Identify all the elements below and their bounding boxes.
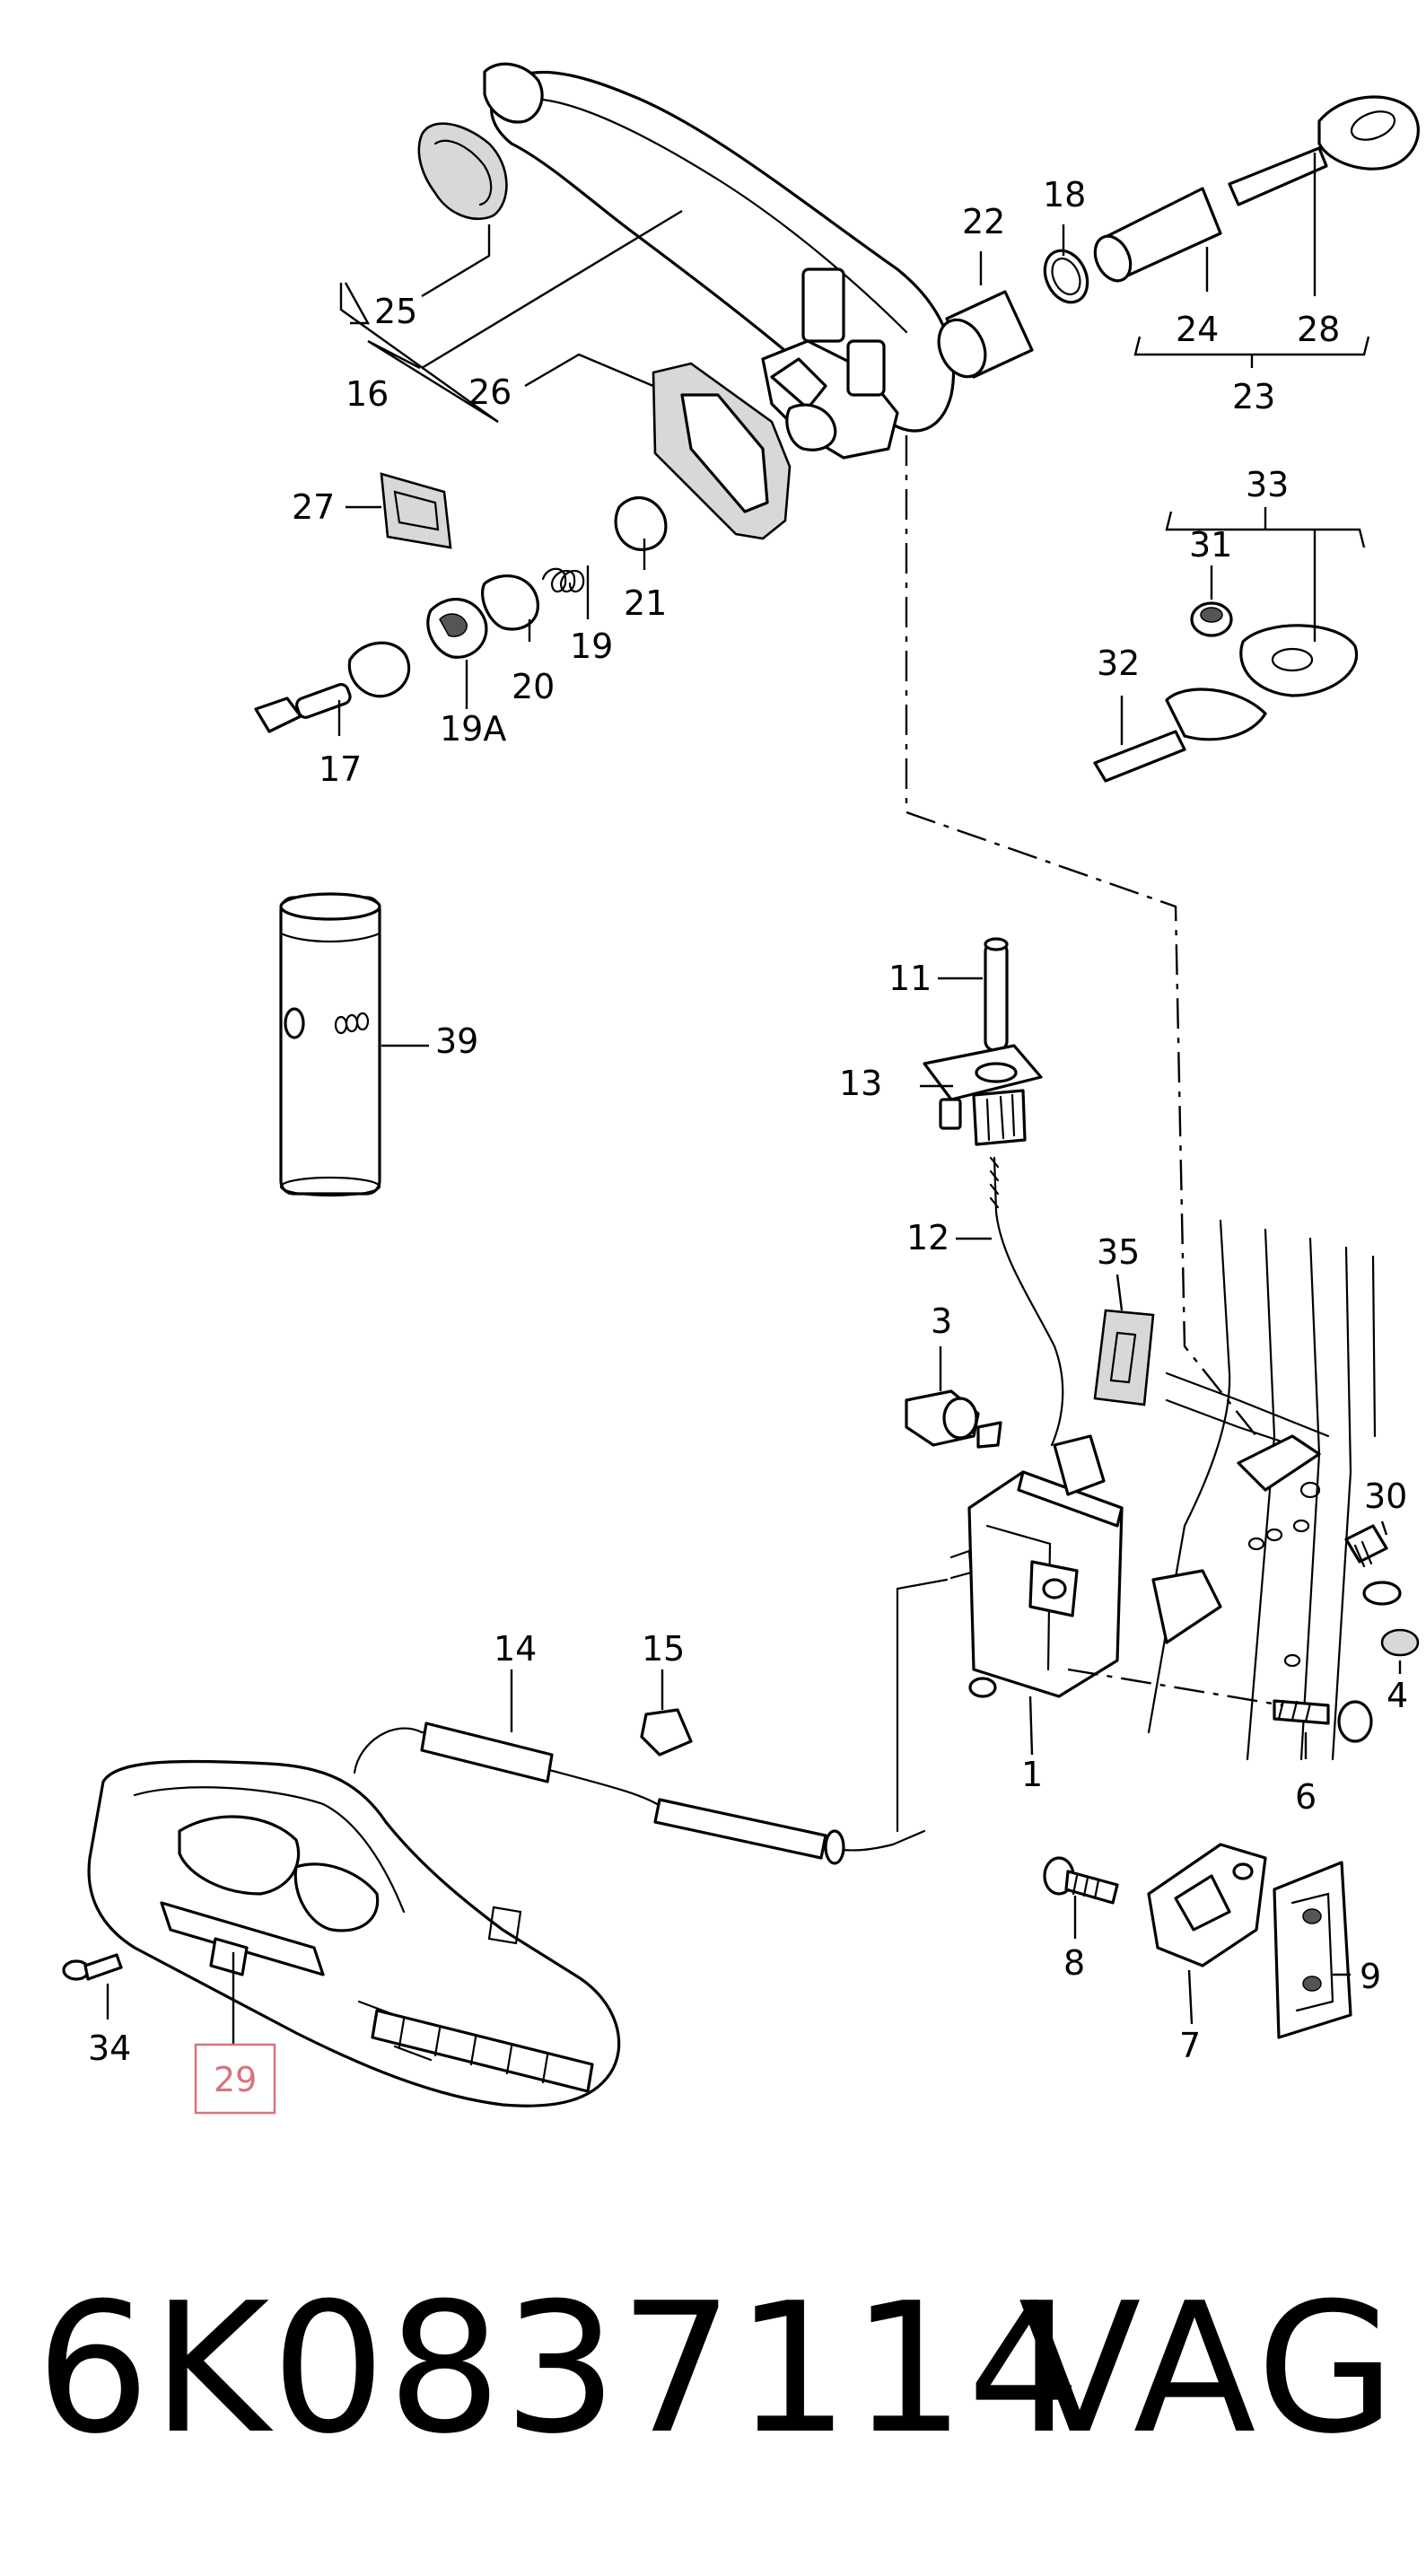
callout-9: 9 xyxy=(1360,1957,1381,1996)
callout-31: 31 xyxy=(1189,525,1232,565)
callout-6: 6 xyxy=(1295,1777,1317,1817)
callout-26: 26 xyxy=(468,372,512,412)
callout-35: 35 xyxy=(1097,1232,1140,1272)
callout-28: 28 xyxy=(1297,310,1340,349)
callout-4: 4 xyxy=(1387,1676,1408,1715)
callout-32: 32 xyxy=(1097,644,1140,683)
callout-27: 27 xyxy=(292,487,335,527)
callout-22: 22 xyxy=(962,202,1005,241)
callout-23: 23 xyxy=(1232,377,1275,416)
callout-1: 1 xyxy=(1021,1755,1043,1794)
callout-11: 11 xyxy=(888,959,932,998)
handle-seal-part-25 xyxy=(417,122,508,221)
screw-part-34 xyxy=(62,1953,123,1981)
connector-part-3 xyxy=(905,1389,1002,1449)
callout-labels: 25 16 26 27 17 19A 20 19 21 22 18 24 28 … xyxy=(88,175,1408,2115)
callout-30: 30 xyxy=(1364,1476,1407,1516)
leader-lines xyxy=(106,153,1402,2045)
striker-parts xyxy=(1043,1843,1352,2039)
connecting-rod-part-12 xyxy=(989,1156,1064,1447)
cable-part-14 xyxy=(353,1578,949,1865)
part-number: 6K0837114 xyxy=(36,2265,1084,2474)
spray-can-part-39 xyxy=(279,892,381,1197)
footer-caption: 6K0837114 VAG xyxy=(0,2253,1426,2486)
callout-16: 16 xyxy=(346,374,389,414)
callout-19a: 19A xyxy=(440,709,506,749)
callout-20: 20 xyxy=(512,667,555,706)
callout-19: 19 xyxy=(570,626,613,666)
callout-14: 14 xyxy=(494,1629,537,1669)
highlight-box-29 xyxy=(194,2043,276,2115)
assembly-dashed-lines xyxy=(905,435,1284,1707)
callout-17: 17 xyxy=(319,749,362,789)
door-handle-assembly xyxy=(483,62,956,460)
callout-3: 3 xyxy=(931,1301,952,1341)
callout-29-highlighted: 29 xyxy=(214,2060,257,2099)
lock-cylinder-pieces xyxy=(254,496,668,733)
clip-part-15 xyxy=(640,1708,693,1757)
callout-33: 33 xyxy=(1246,465,1289,504)
callout-12: 12 xyxy=(906,1218,949,1257)
callout-39: 39 xyxy=(435,1021,478,1061)
lock-knob-parts xyxy=(923,937,1043,1146)
key-set-parts xyxy=(1093,601,1359,783)
callout-13: 13 xyxy=(839,1064,882,1103)
lock-barrel-parts xyxy=(937,95,1420,379)
callout-18: 18 xyxy=(1043,175,1086,215)
door-lock-part-1 xyxy=(949,1434,1124,1698)
callout-25: 25 xyxy=(374,292,417,331)
callout-21: 21 xyxy=(624,583,667,623)
callout-7: 7 xyxy=(1179,2026,1201,2065)
callout-8: 8 xyxy=(1063,1943,1085,1983)
gasket-part-26 xyxy=(652,362,792,540)
callout-15: 15 xyxy=(642,1629,685,1669)
screw-parts xyxy=(1273,1524,1420,1743)
callout-34: 34 xyxy=(88,2028,131,2068)
door-frame-section xyxy=(1147,1219,1377,1761)
inner-door-handle-part-29 xyxy=(87,1759,621,2107)
pad-part-35 xyxy=(1093,1309,1155,1406)
clip-part-27 xyxy=(380,472,452,549)
brand-name: VAG xyxy=(1018,2265,1399,2474)
callout-24: 24 xyxy=(1176,310,1219,349)
